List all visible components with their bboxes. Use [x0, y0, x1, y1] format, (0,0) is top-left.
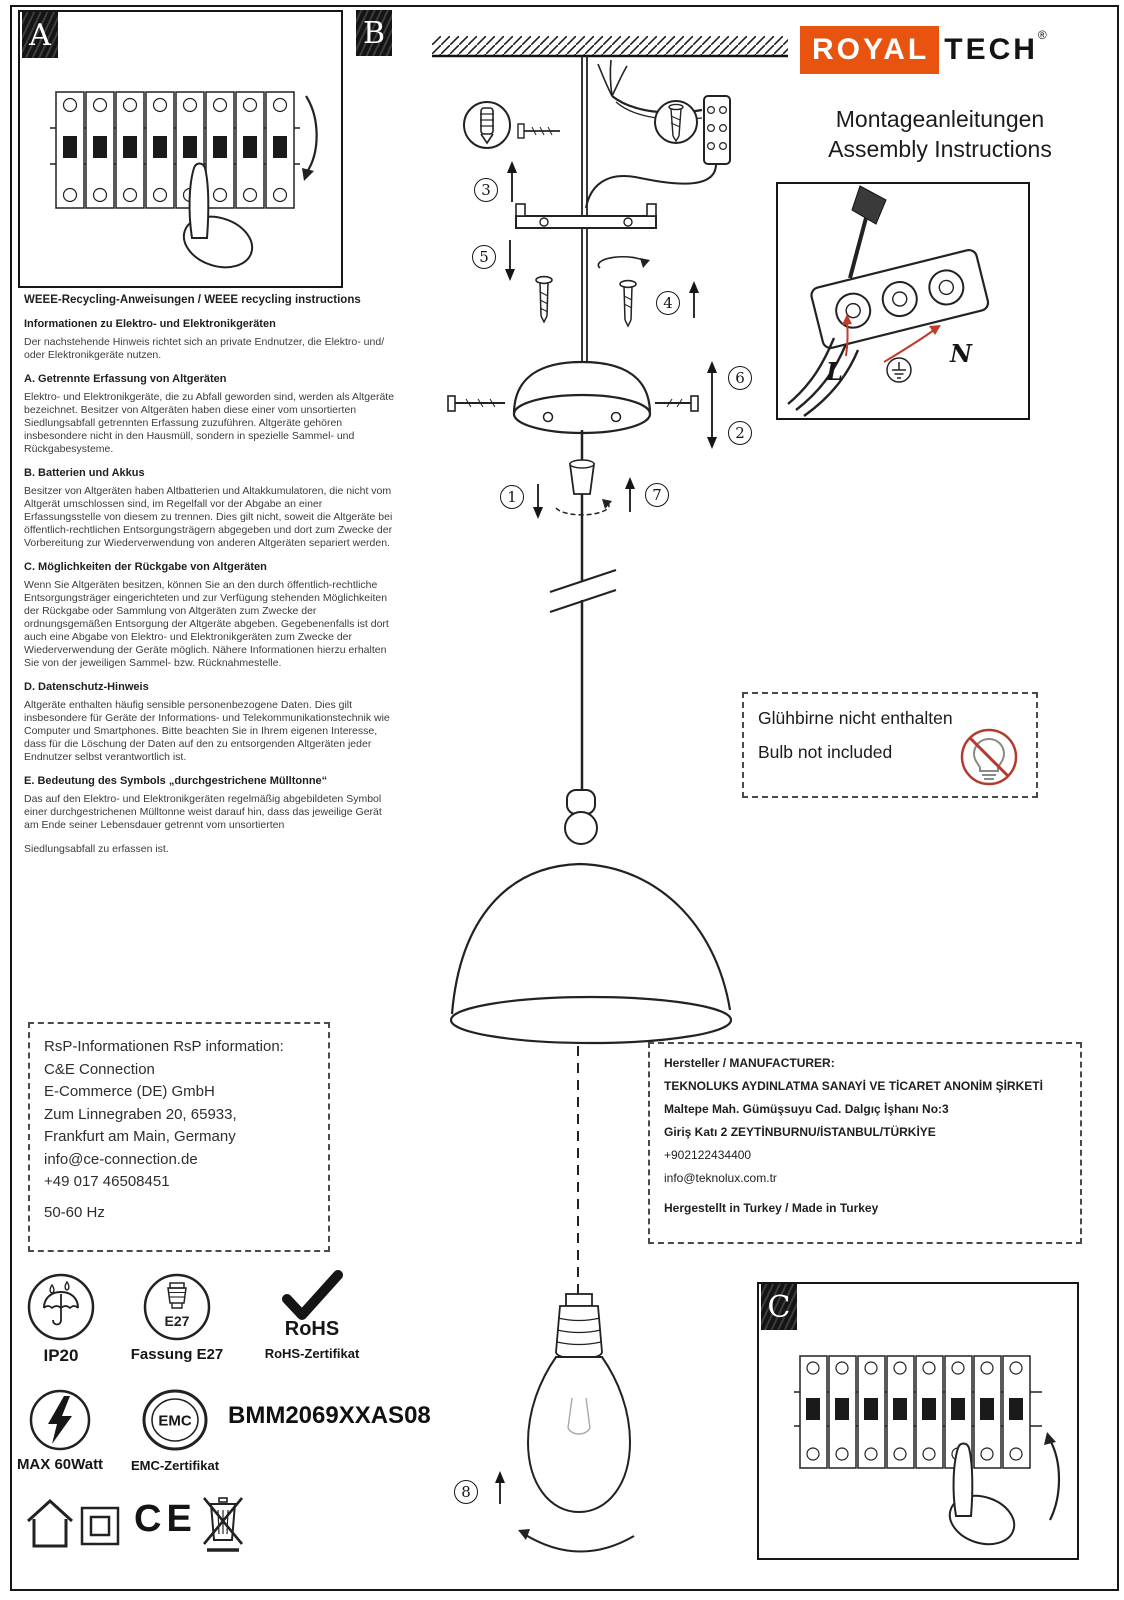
- rohs-cert-label: RoHS-Zertifikat: [264, 1346, 360, 1361]
- lamp-shade-art: [449, 789, 733, 1045]
- panel-b-label: B: [356, 10, 392, 56]
- weee-bin-icon: [202, 1497, 244, 1552]
- bulb-art: [518, 1046, 635, 1553]
- weee-b-body: Besitzer von Altgeräten haben Altbatteri…: [24, 485, 393, 549]
- mounting-bracket-art: [515, 203, 657, 229]
- step-marker-5: 5: [472, 245, 496, 269]
- weee-b-title: B. Batterien und Akkus: [24, 467, 145, 479]
- step-marker-1: 1: [500, 485, 524, 509]
- brand-tech: TECH: [944, 33, 1038, 66]
- ip20-label: IP20: [43, 1346, 79, 1365]
- weee-d-title: D. Datenschutz-Hinweis: [24, 681, 149, 693]
- mfr-email: info@teknolux.com.tr: [664, 1171, 777, 1185]
- bulb-notice-box: Glühbirne nicht enthalten Bulb not inclu…: [742, 692, 1038, 798]
- weee-section: WEEE-Recycling-Anweisungen / WEEE recycl…: [24, 294, 398, 856]
- max-watt-label: MAX 60Watt: [16, 1456, 104, 1473]
- breaker-panel-c-art: [794, 1355, 1061, 1546]
- weee-heading: WEEE-Recycling-Anweisungen / WEEE recycl…: [24, 294, 361, 306]
- house-icon: [26, 1498, 74, 1548]
- model-number: BMM2069XXAS08: [228, 1402, 431, 1429]
- ip20-icon: [27, 1273, 95, 1341]
- mfr-address-1: Maltepe Mah. Gümüşsuyu Cad. Dalgıç İşhan…: [664, 1102, 949, 1116]
- emc-text: EMC: [158, 1413, 192, 1430]
- panel-a-label: A: [22, 12, 58, 58]
- terminal-detail-box: [776, 182, 1030, 420]
- weee-d-body: Altgeräte enthalten häufig sensible pers…: [24, 699, 390, 763]
- breaker-panel-a-art: [50, 91, 318, 269]
- panel-a-box: A: [18, 10, 343, 288]
- weee-a-title: A. Getrennte Erfassung von Altgeräten: [24, 373, 227, 385]
- rsp-city: Frankfurt am Main, Germany: [44, 1128, 236, 1145]
- no-bulb-icon: [960, 728, 1018, 786]
- manufacturer-box: Hersteller / MANUFACTURER: TEKNOLUKS AYD…: [648, 1042, 1082, 1244]
- brand-registered-mark: ®: [1037, 28, 1047, 42]
- rsp-info-box: RsP-Informationen RsP information: C&E C…: [28, 1022, 330, 1252]
- socket-e27-icon: E27: [143, 1273, 211, 1341]
- strain-relief-art: [549, 430, 617, 792]
- terminal-label-n: N: [949, 339, 973, 368]
- pendant-cable-art: [581, 56, 588, 366]
- bulb-notice-de: Glühbirne nicht enthalten: [758, 708, 953, 728]
- weee-info-title: Informationen zu Elektro- und Elektronik…: [24, 318, 276, 330]
- max-watt-icon: [29, 1389, 91, 1451]
- bulb-notice-en: Bulb not included: [758, 742, 893, 762]
- ce-mark: CE: [134, 1498, 197, 1540]
- weee-a-body: Elektro- und Elektronikgeräte, die zu Ab…: [24, 391, 395, 455]
- double-insulation-icon: [80, 1506, 120, 1546]
- step-marker-7: 7: [645, 483, 669, 507]
- rsp-company-2: E-Commerce (DE) GmbH: [44, 1083, 215, 1100]
- weee-info-body: Der nachstehende Hinweis richtet sich an…: [24, 336, 385, 361]
- supply-wires-art: [585, 59, 717, 209]
- rsp-frequency: 50-60 Hz: [44, 1204, 105, 1221]
- weee-e-body: Das auf den Elektro- und Elektronikgerät…: [24, 793, 382, 831]
- step-marker-4: 4: [656, 291, 680, 315]
- canopy-art: [512, 360, 652, 435]
- panel-c-box: C: [757, 1282, 1079, 1560]
- mfr-phone: +902122434400: [664, 1148, 752, 1162]
- mfr-address-2: Giriş Katı 2 ZEYTİNBURNU/İSTANBUL/TÜRKİY…: [664, 1125, 936, 1139]
- brand-logo: ROYAL TECH ®: [800, 26, 1047, 74]
- ceiling-hatch: [432, 36, 788, 58]
- e27-text: E27: [165, 1313, 190, 1329]
- mfr-company: TEKNOLUKS AYDINLATMA SANAYİ VE TİCARET A…: [664, 1079, 1043, 1093]
- step-arrows: [495, 161, 717, 1504]
- panel-c-label: C: [761, 1284, 797, 1330]
- step-marker-6: 6: [728, 366, 752, 390]
- weee-e-tail: Siedlungsabfall zu erfassen ist.: [24, 843, 169, 855]
- step-marker-2: 2: [728, 421, 752, 445]
- title-en: Assembly Instructions: [828, 136, 1052, 162]
- weee-c-body: Wenn Sie Altgeräten besitzen, können Sie…: [24, 579, 389, 669]
- dowel-zoom-circle: [463, 101, 560, 149]
- page-title: Montageanleitungen Assembly Instructions: [790, 104, 1090, 164]
- mfr-origin: Hergestellt in Turkey / Made in Turkey: [664, 1201, 879, 1215]
- screw-zoom-circle: [654, 100, 698, 144]
- rsp-street: Zum Linnegraben 20, 65933,: [44, 1105, 237, 1123]
- weee-e-title: E. Bedeutung des Symbols „durchgestriche…: [24, 775, 328, 787]
- bracket-screws-art: [535, 255, 650, 328]
- rohs-label: RoHS: [284, 1318, 340, 1340]
- terminal-detail-art: L N: [787, 185, 990, 417]
- terminal-block-mini: [703, 95, 731, 165]
- title-de: Montageanleitungen: [835, 106, 1045, 132]
- rsp-phone: +49 017 46508451: [44, 1173, 170, 1190]
- rsp-company: C&E Connection: [44, 1060, 155, 1078]
- canopy-screws-art: [447, 395, 699, 412]
- rohs-check-icon: [282, 1270, 343, 1320]
- emc-icon: EMC: [142, 1389, 208, 1451]
- emc-cert-label: EMC-Zertifikat: [130, 1458, 220, 1473]
- fassung-e27-label: Fassung E27: [130, 1346, 224, 1363]
- rsp-heading: RsP-Informationen RsP information:: [44, 1038, 284, 1055]
- weee-c-title: C. Möglichkeiten der Rückgabe von Altger…: [24, 561, 267, 573]
- mfr-heading: Hersteller / MANUFACTURER:: [664, 1056, 835, 1070]
- step-marker-3: 3: [474, 178, 498, 202]
- terminal-label-l: L: [825, 357, 843, 386]
- step-marker-8: 8: [454, 1480, 478, 1504]
- rsp-email: info@ce-connection.de: [44, 1150, 198, 1168]
- brand-royal: ROYAL: [800, 26, 940, 74]
